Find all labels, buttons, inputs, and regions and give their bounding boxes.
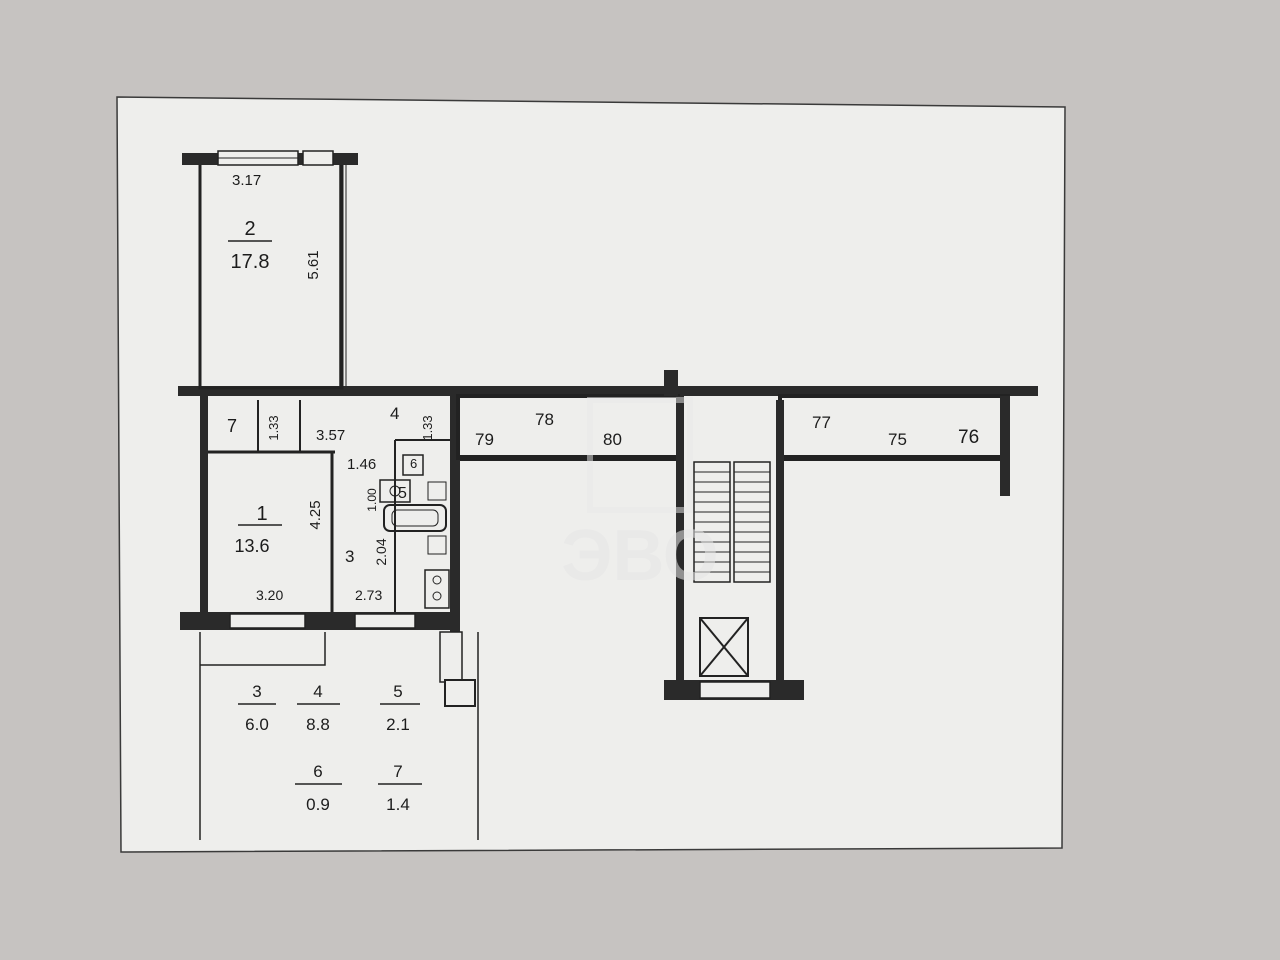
unit-75-label: 75 (888, 430, 907, 449)
room-1-number: 1 (256, 503, 267, 525)
room-2-length-label: 5.61 (305, 250, 322, 279)
watermark-logo: ЭВО (561, 397, 719, 596)
unit-76-label: 76 (958, 427, 979, 448)
bath-small-dim: 1.00 (365, 488, 379, 512)
room-2-width-label: 3.17 (232, 172, 261, 189)
room-3-label: 3 (345, 547, 354, 566)
room-2-number: 2 (244, 218, 255, 240)
kitchen-width-label: 2.73 (355, 587, 382, 603)
room-5-label: 5 (398, 485, 407, 502)
room-7-label: 7 (227, 416, 237, 436)
area-table-value: 2.1 (386, 715, 410, 734)
room-4-label: 4 (390, 404, 399, 423)
hall-small-dim-b: 1.33 (420, 415, 435, 440)
staircase (664, 370, 804, 700)
unit-79-label: 79 (475, 430, 494, 449)
unit-80-label: 80 (603, 430, 622, 449)
toilet-icon (402, 454, 424, 476)
stove-icon (424, 569, 450, 609)
area-table-num: 5 (393, 682, 402, 701)
unit-77-label: 77 (812, 413, 831, 432)
hall-width-label: 3.57 (316, 427, 345, 444)
room-2-area: 17.8 (231, 251, 270, 273)
room-2 (182, 150, 358, 390)
bath-width-label: 1.46 (347, 456, 376, 473)
bathtub-icon (383, 504, 447, 532)
area-table-value: 1.4 (386, 795, 410, 814)
sink-icon (379, 479, 411, 503)
area-table-value: 0.9 (306, 795, 330, 814)
socket-icons (427, 481, 447, 555)
area-table-value: 8.8 (306, 715, 330, 734)
area-table: 3 6.0 4 8.8 5 2.1 6 0.9 7 1.4 (238, 682, 422, 814)
room-1-width-label: 3.20 (256, 587, 283, 603)
watermark-text: ЭВО (561, 516, 718, 596)
area-table-num: 3 (252, 682, 261, 701)
room-1-length-label: 4.25 (307, 500, 324, 529)
room-6-label: 6 (410, 456, 417, 471)
kitchen-depth-label: 2.04 (373, 538, 389, 565)
unit-78-label: 78 (535, 410, 554, 429)
corridor-band-top (178, 386, 1038, 396)
area-table-num: 7 (393, 762, 402, 781)
elevator-shaft (699, 617, 749, 677)
hall-small-dim-a: 1.33 (266, 415, 281, 440)
area-table-value: 6.0 (245, 715, 269, 734)
area-table-num: 4 (313, 682, 322, 701)
area-table-num: 6 (313, 762, 322, 781)
room-1-area: 13.6 (234, 536, 269, 556)
